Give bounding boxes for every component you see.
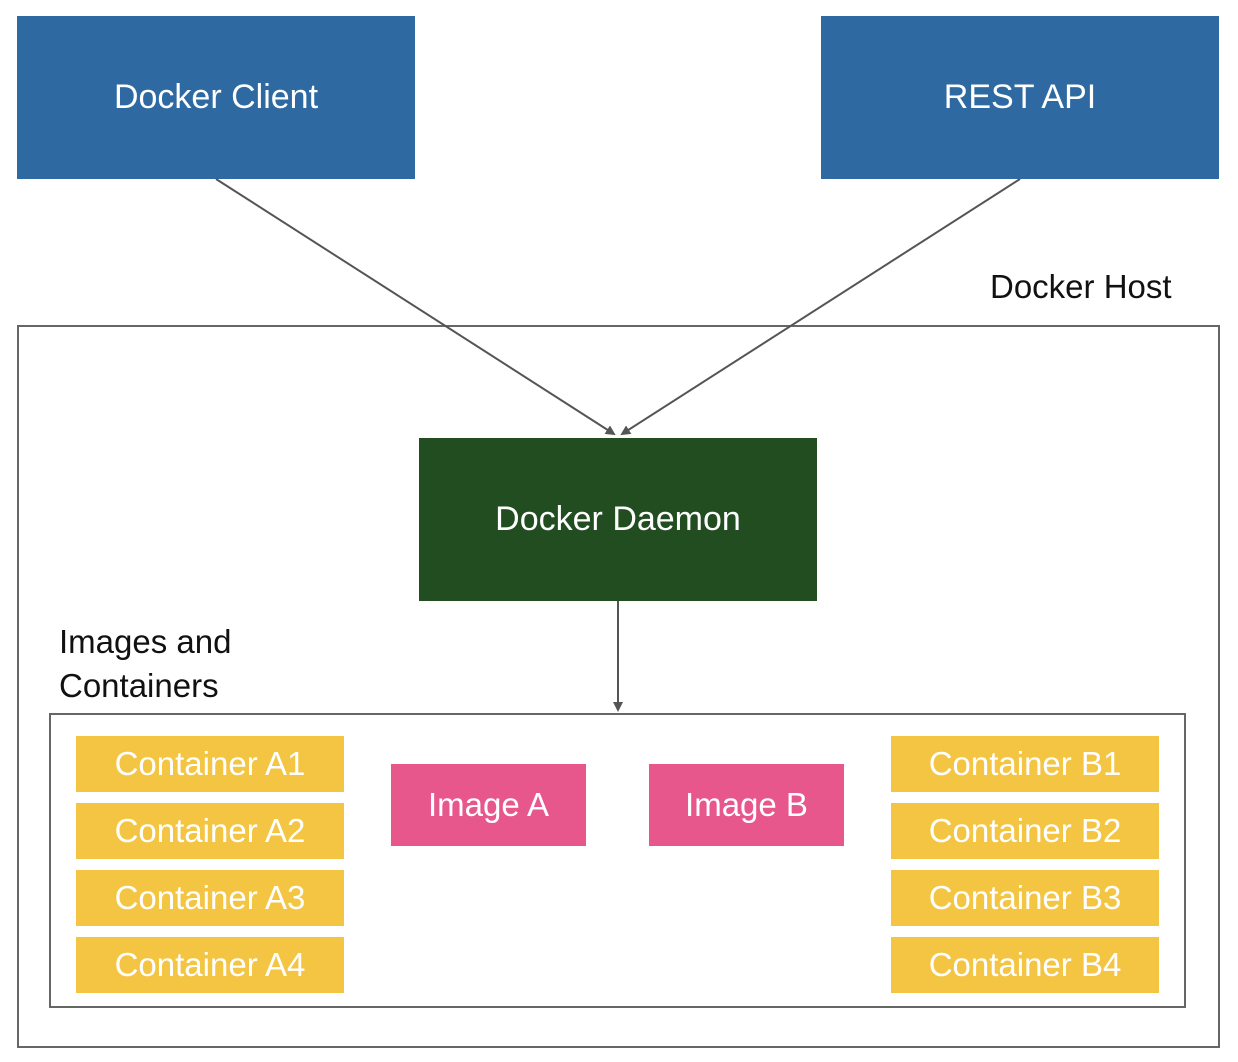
images-containers-label: Images and Containers: [59, 620, 231, 708]
rest-api-node: REST API: [821, 16, 1219, 179]
container-b3-label: Container B3: [928, 879, 1122, 916]
container-a2-label: Container A2: [114, 812, 306, 849]
container-a1: Container A1: [76, 736, 344, 792]
container-a1-label: Container A1: [114, 745, 306, 782]
docker-client-label: Docker Client: [113, 78, 319, 116]
arrow-rest-to-daemon: [620, 178, 1021, 436]
image-b-node: Image B: [649, 764, 844, 846]
container-b4-label: Container B4: [928, 946, 1122, 983]
docker-daemon-label: Docker Daemon: [495, 500, 741, 538]
docker-host-label: Docker Host: [990, 268, 1172, 305]
container-a4-label: Container A4: [114, 946, 306, 983]
container-a3: Container A3: [76, 870, 344, 926]
images-containers-label-line1: Images and: [59, 623, 232, 660]
container-b2-label: Container B2: [928, 812, 1122, 849]
arrow-client-to-daemon: [215, 178, 616, 436]
container-a4: Container A4: [76, 937, 344, 993]
images-containers-frame: [49, 713, 1186, 1008]
container-a3-label: Container A3: [114, 879, 306, 916]
container-b2: Container B2: [891, 803, 1159, 859]
container-b3: Container B3: [891, 870, 1159, 926]
docker-daemon-node: Docker Daemon: [419, 438, 817, 601]
image-a-label: Image A: [427, 786, 550, 823]
image-a-node: Image A: [391, 764, 586, 846]
container-b1-label: Container B1: [928, 745, 1122, 782]
docker-client-node: Docker Client: [17, 16, 415, 179]
images-containers-label-line2: Containers: [59, 667, 219, 704]
container-b4: Container B4: [891, 937, 1159, 993]
rest-api-label: REST API: [943, 78, 1097, 116]
container-a2: Container A2: [76, 803, 344, 859]
docker-host-frame: [17, 325, 1220, 1048]
image-b-label: Image B: [685, 786, 808, 823]
container-b1: Container B1: [891, 736, 1159, 792]
